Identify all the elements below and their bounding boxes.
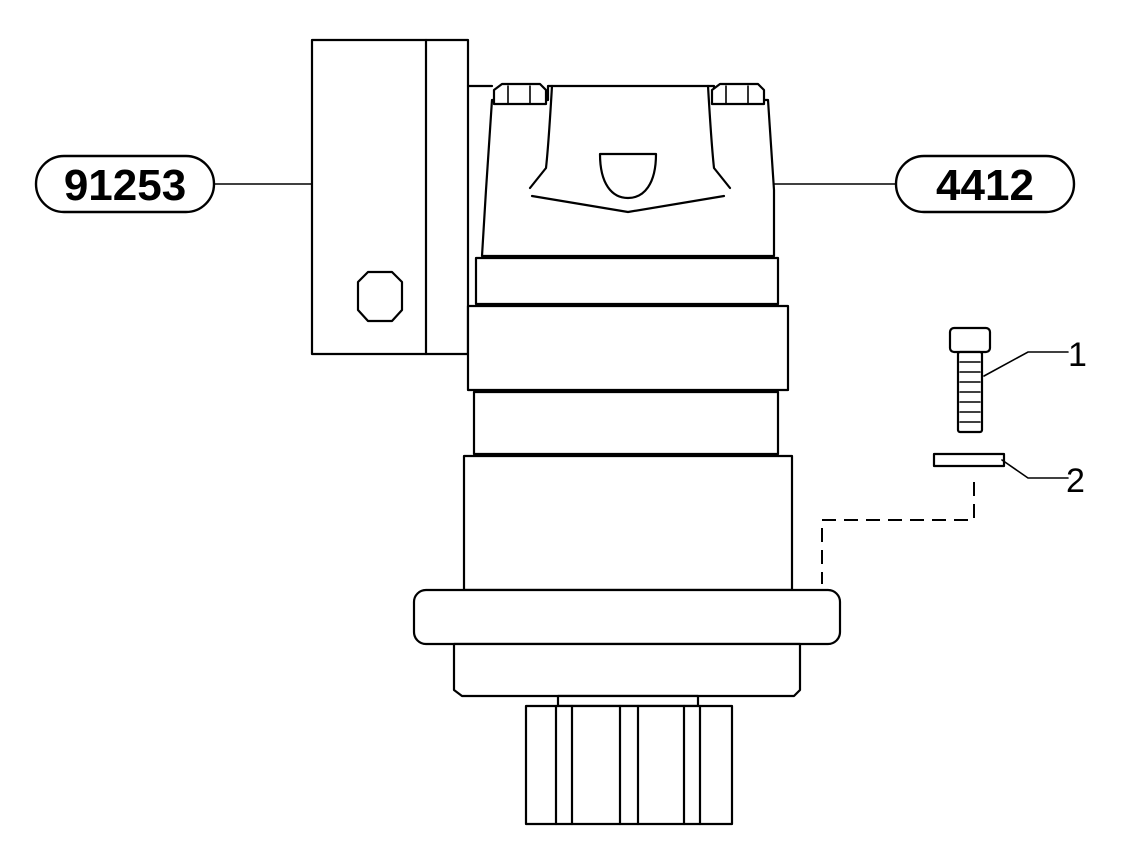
hex-nut-icon (356, 270, 404, 323)
side-bracket (310, 38, 494, 356)
item-number-2: 2 (1066, 462, 1085, 500)
item-number-1: 1 (1068, 336, 1087, 374)
motor-body (412, 256, 842, 708)
cap-screw-left-icon (492, 82, 548, 106)
cap-screw-right-icon (710, 82, 766, 106)
leader-line-2 (1001, 459, 1069, 479)
bolt-part (948, 326, 992, 434)
assembly-path-line (821, 482, 975, 584)
callout-right: 4412 (894, 154, 1076, 214)
washer-part (932, 452, 1006, 468)
sight-window-icon (598, 152, 658, 200)
callout-left: 91253 (34, 154, 216, 214)
callout-right-label: 4412 (936, 161, 1034, 210)
upper-housing (480, 82, 776, 258)
callout-left-label: 91253 (64, 161, 186, 210)
leader-line-1 (983, 351, 1069, 377)
knurled-knob (524, 704, 734, 826)
